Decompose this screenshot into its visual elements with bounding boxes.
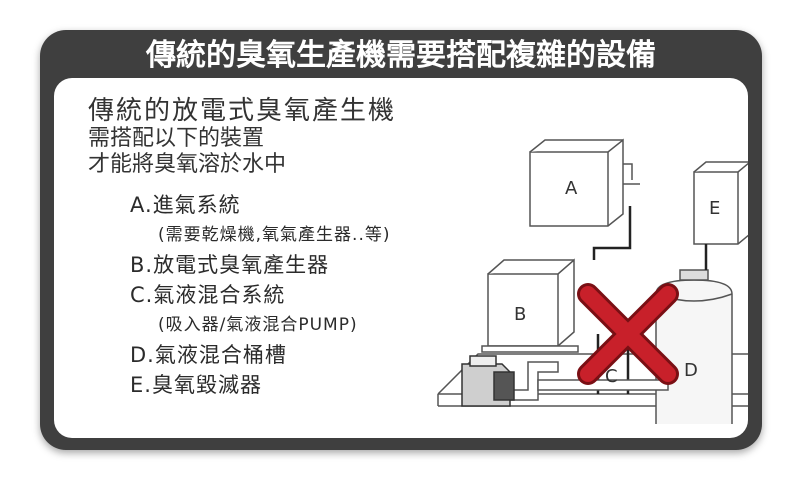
equipment-diagram: A E B D bbox=[437, 138, 748, 424]
item-e-label: E.臭氧毀滅器 bbox=[130, 373, 262, 397]
pump bbox=[461, 355, 515, 407]
unit-a-box bbox=[529, 138, 640, 227]
intro-line-1: 傳統的放電式臭氧產生機 bbox=[88, 96, 397, 126]
pump-pipes bbox=[507, 361, 669, 401]
content-panel: 傳統的放電式臭氧產生機 需搭配以下的裝置 才能將臭氧溶於水中 A.進氣系統 (需… bbox=[54, 78, 748, 438]
tank-d-label: D bbox=[684, 360, 698, 381]
intro-line-2: 需搭配以下的裝置 bbox=[88, 126, 265, 151]
item-a-note: (需要乾燥機,氧氣產生器..等) bbox=[158, 225, 391, 245]
item-b-label: B.放電式臭氧產生器 bbox=[130, 253, 330, 277]
item-d-label: D.氣液混合桶槽 bbox=[130, 343, 287, 367]
card-frame: 傳統的臭氧生產機需要搭配複雜的設備 傳統的放電式臭氧產生機 需搭配以下的裝置 才… bbox=[40, 30, 762, 450]
red-cross-icon bbox=[577, 283, 679, 385]
item-c-label: C.氣液混合系統 bbox=[130, 283, 286, 307]
intro-line-3: 才能將臭氧溶於水中 bbox=[88, 152, 287, 177]
unit-e-box bbox=[693, 161, 748, 245]
mixing-c-label: C bbox=[605, 366, 618, 387]
tank-d bbox=[655, 269, 733, 424]
intro-text: 傳統的放電式臭氧產生機 需搭配以下的裝置 才能將臭氧溶於水中 bbox=[88, 96, 396, 178]
unit-e-label: E bbox=[709, 198, 720, 219]
unit-a-label: A bbox=[565, 178, 578, 199]
equipment-list: A.進氣系統 (需要乾燥機,氧氣產生器..等) B.放電式臭氧產生器 C.氣液混… bbox=[130, 190, 390, 400]
headline: 傳統的臭氧生產機需要搭配複雜的設備 bbox=[146, 38, 656, 73]
item-c-note: (吸入器/氣液混合PUMP) bbox=[158, 315, 358, 335]
unit-b-box bbox=[481, 258, 579, 353]
unit-b-label: B bbox=[514, 304, 526, 325]
item-a-label: A.進氣系統 bbox=[130, 193, 241, 217]
